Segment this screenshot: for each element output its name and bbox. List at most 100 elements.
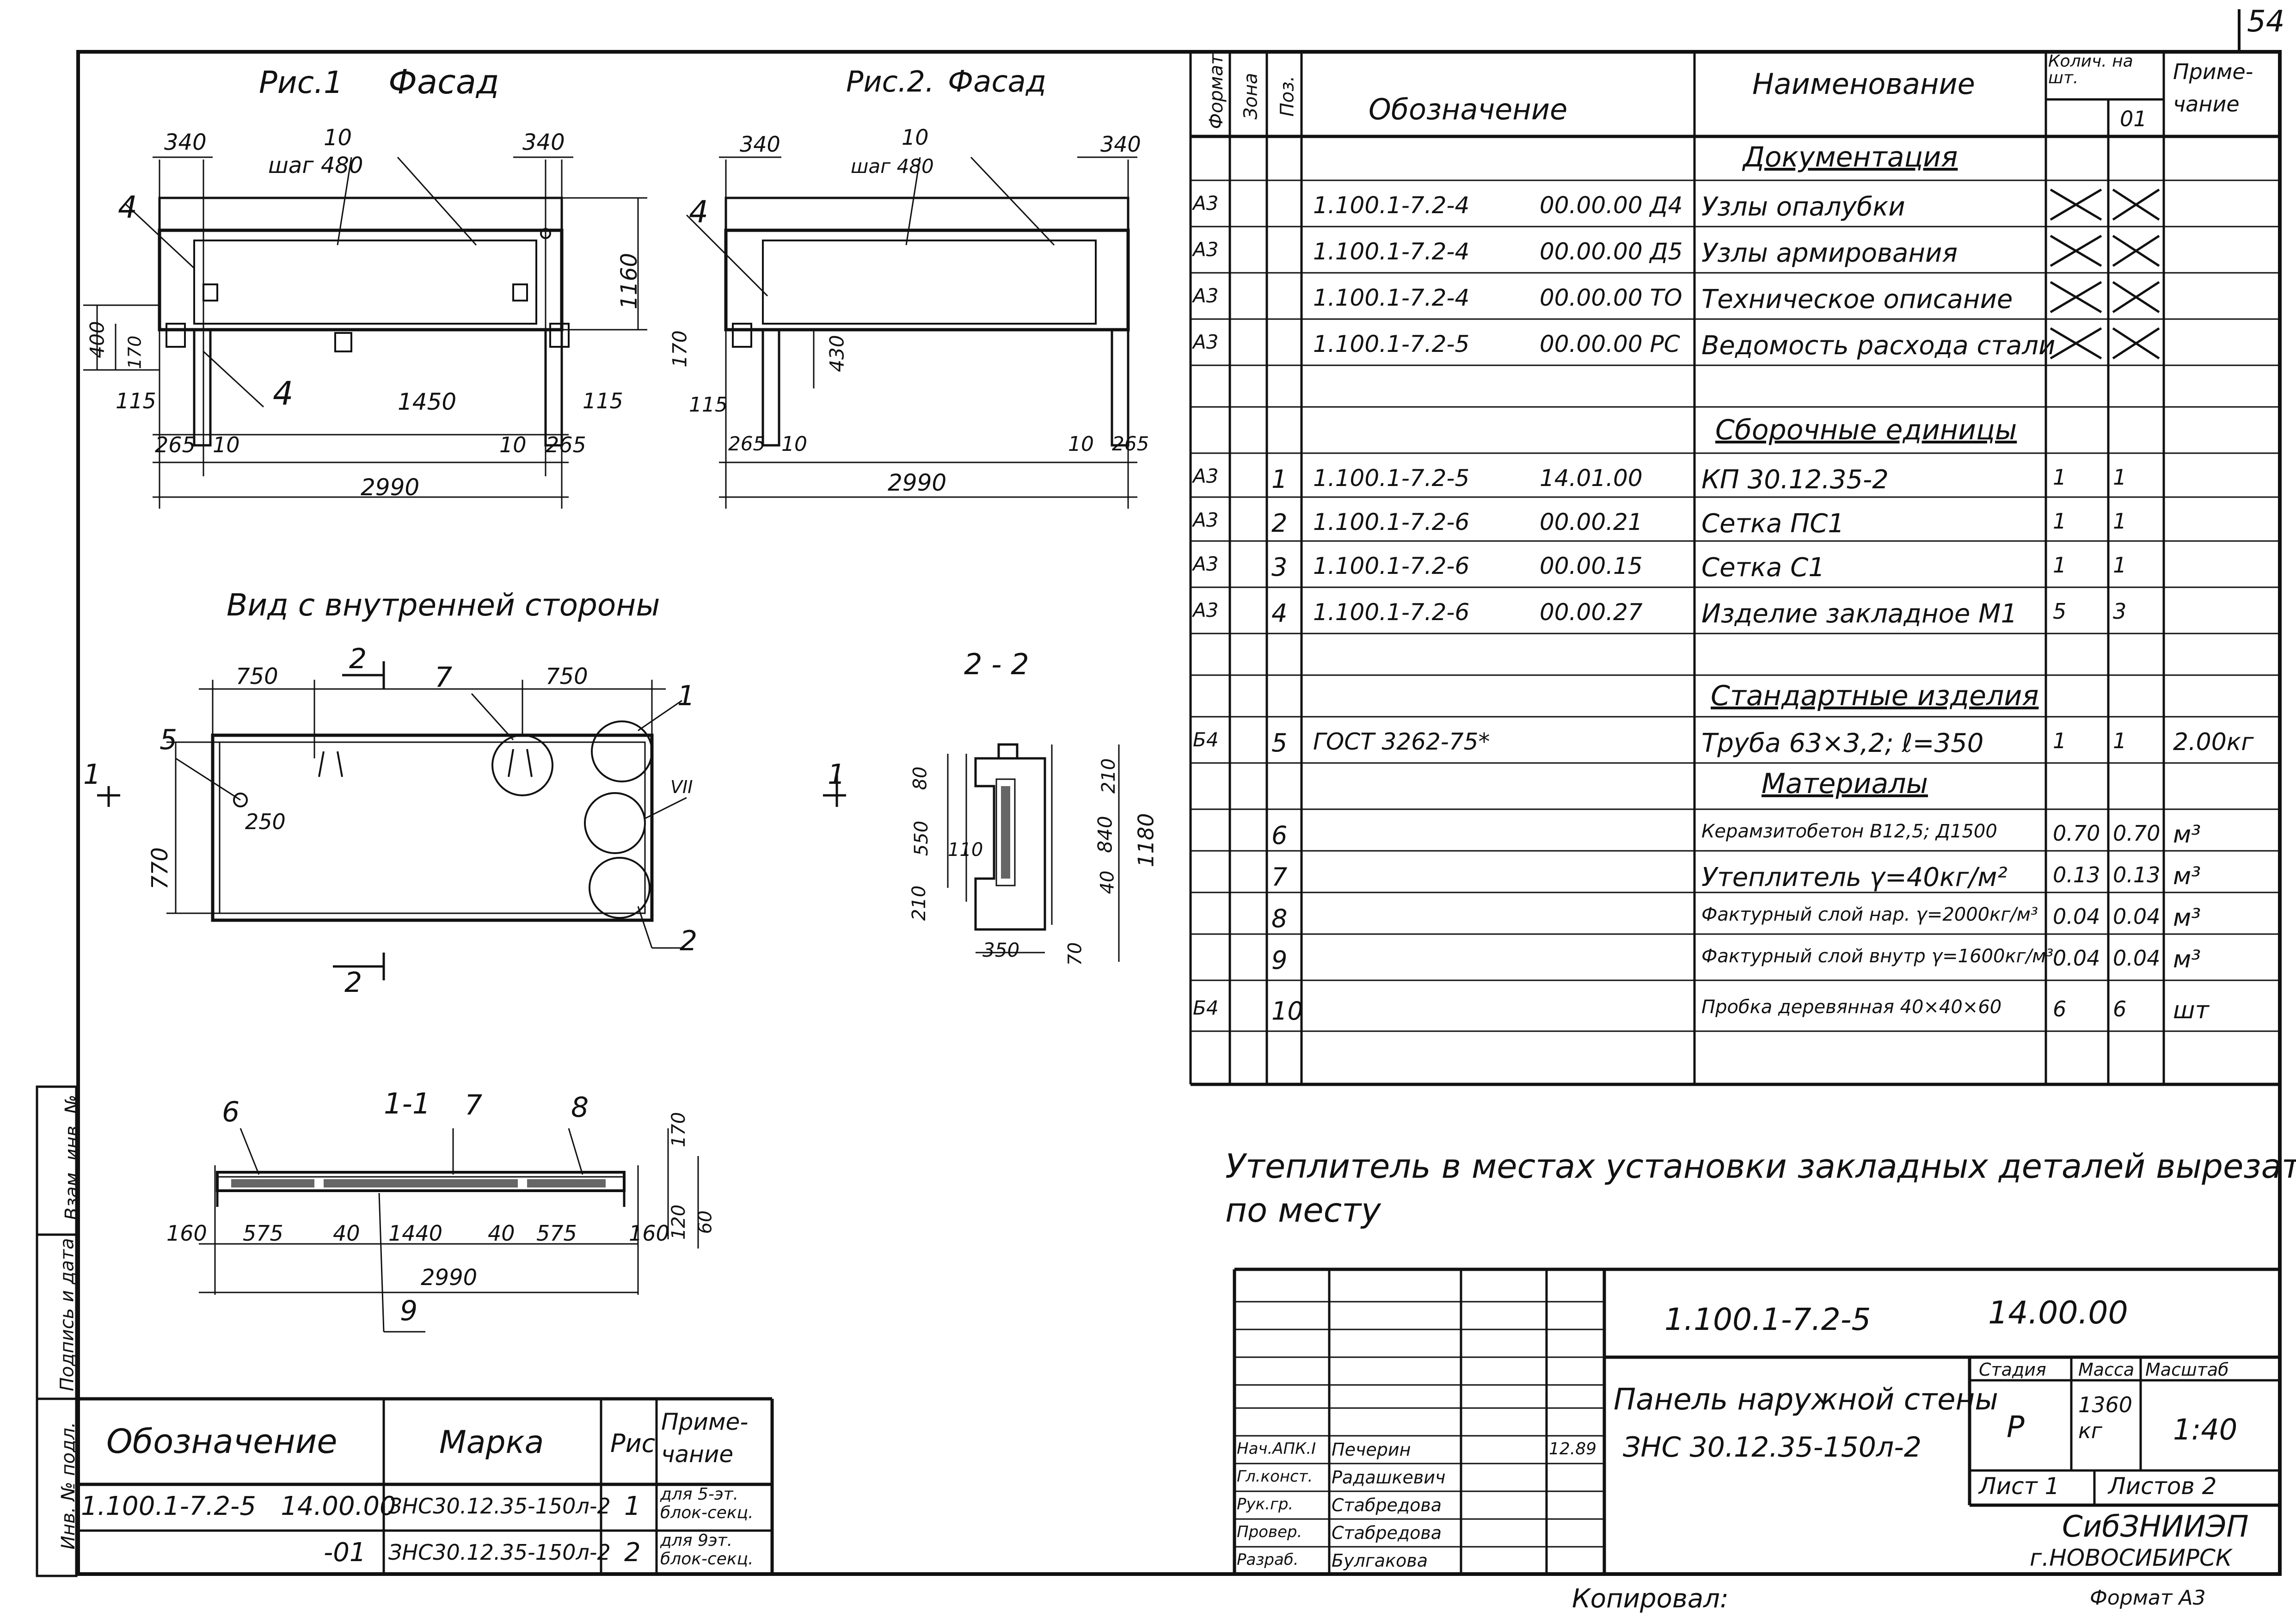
spec-cell-format: А3: [1193, 599, 1219, 621]
side-stamp-b: Подпись и дата: [56, 1238, 78, 1391]
spec-cell-q1: 0.70: [2053, 821, 2100, 846]
spec-cell-note: м³: [2173, 862, 2201, 890]
spec-cell-q2: 1: [2113, 465, 2127, 490]
fig1-pos-4b: 4: [273, 375, 294, 412]
tb-role-role: Гл.конст.: [1237, 1467, 1313, 1486]
spec-cell-name: Утеплитель γ=40кг/м²: [1701, 862, 2007, 892]
spec-cell-pos: 6: [1271, 821, 1288, 850]
s22-dim-70: 70: [1064, 942, 1086, 966]
spec-header-format: Формат: [1206, 54, 1228, 129]
spec-cell-format: А3: [1193, 465, 1219, 487]
spec-cell-note: м³: [2173, 904, 2201, 932]
spec-cell-q1: 5: [2053, 599, 2067, 624]
fig1-pos-4a: 4: [118, 190, 137, 225]
tb-role-role: Рук.гр.: [1237, 1495, 1294, 1513]
mark-header-note: Приме- чание: [661, 1409, 749, 1468]
fig2-dim-10-right: 10: [1068, 432, 1094, 456]
spec-cell-pos: 9: [1271, 946, 1288, 975]
mark-row2-mark: ЗНС30.12.35-150л-2: [388, 1540, 611, 1565]
spec-cell-pos: 8: [1271, 904, 1288, 933]
fig2-name: Фасад: [948, 65, 1046, 99]
spec-cell-name: Труба 63×3,2; ℓ=350: [1701, 728, 1984, 758]
fig2-dim-340-left: 340: [740, 132, 780, 157]
tb-role-date: 12.89: [1549, 1439, 1597, 1458]
spec-cell-format: А3: [1193, 192, 1219, 215]
tb-role-name: Булгакова: [1332, 1550, 1428, 1571]
spec-cell-q2: 6: [2113, 997, 2127, 1021]
spec-cell-q1: 1: [2053, 465, 2067, 490]
spec-cell-note: м³: [2173, 821, 2201, 849]
fig1-dim-10-left: 10: [213, 432, 240, 457]
note-line-1: Утеплитель в местах установки закладных …: [1225, 1147, 2296, 1186]
tb-role-name: Печерин: [1332, 1439, 1411, 1460]
view-dim-750-left: 750: [236, 664, 278, 689]
view-dim-750-right: 750: [546, 664, 588, 689]
section-2-2-cut-1: 1: [828, 758, 846, 791]
spec-cell-pos: 1: [1271, 465, 1288, 494]
fig2-dim-265-right: 265: [1112, 432, 1149, 455]
spec-cell-note: м³: [2173, 946, 2201, 973]
mark-header-mark: Марка: [439, 1424, 544, 1461]
qty-cross-mark: [2050, 188, 2102, 221]
mark-row1-fig: 1: [624, 1491, 641, 1521]
tb-sheets: Листов 2: [2108, 1473, 2217, 1500]
mark-row1-mark: ЗНС30.12.35-150л-2: [388, 1494, 611, 1519]
drawing-frame: [76, 50, 2282, 1576]
spec-cell-q1: 1: [2053, 553, 2067, 578]
view-dim-770: 770: [147, 847, 173, 890]
tb-role-role: Нач.АПК.І: [1237, 1439, 1316, 1458]
spec-cell-pos: 5: [1271, 728, 1288, 757]
view-pos-5: 5: [160, 724, 178, 756]
spec-cell-des: 1.100.1-7.2-4: [1313, 284, 1470, 311]
s11-dim-40-left: 40: [333, 1221, 360, 1246]
spec-cell-pos: 7: [1271, 862, 1288, 892]
spec-cell-code: 14.01.00: [1540, 465, 1643, 492]
spec-cell-note: шт: [2173, 997, 2209, 1024]
spec-cell-pos: 4: [1271, 599, 1288, 628]
s11-pos-6: 6: [222, 1096, 240, 1128]
mark-header-des: Обозначение: [106, 1422, 338, 1461]
sheet-number: 54: [2247, 5, 2285, 39]
spec-cell-name: Пробка деревянная 40×40×60: [1701, 997, 2002, 1018]
spec-cell-name: Узлы опалубки: [1701, 192, 1905, 222]
mark-row1-note: для 5-эт. блок-секц.: [660, 1485, 754, 1522]
spec-cell-code: 00.00.00 Д5: [1540, 238, 1683, 265]
fig2-dim-10-left: 10: [781, 432, 807, 456]
fig2-pos-4: 4: [689, 194, 708, 230]
footer-copied: Копировал:: [1572, 1584, 1729, 1614]
spec-cell-code: 00.00.21: [1540, 509, 1643, 535]
s22-dim-350: 350: [982, 939, 1020, 961]
s11-dim-1440: 1440: [388, 1221, 443, 1246]
fig1-dim-10-right: 10: [499, 432, 527, 457]
spec-header-designation: Обозначение: [1369, 92, 1568, 126]
mark-row2-des: -01: [324, 1538, 366, 1568]
fig2-dim-430: 430: [825, 335, 848, 372]
mark-row2-fig: 2: [624, 1538, 641, 1568]
spec-cell-note: 2.00кг: [2173, 728, 2254, 756]
spec-cell-q2: 0.13: [2113, 862, 2161, 887]
tb-scale-label: Масштаб: [2145, 1359, 2229, 1380]
fig1-dim-340-left: 340: [164, 129, 207, 155]
spec-cell-format: Б4: [1193, 997, 1219, 1019]
spec-header-name: Наименование: [1752, 67, 1975, 101]
spec-cell-des: ГОСТ 3262-75*: [1313, 728, 1490, 755]
s22-dim-210-lower: 210: [909, 885, 930, 921]
spec-cell-code: 00.00.27: [1540, 599, 1643, 626]
spec-cell-q2: 1: [2113, 553, 2127, 578]
spec-cell-name: Сетка ПС1: [1701, 509, 1844, 539]
tb-title-2: ЗНС 30.12.35-150л-2: [1623, 1431, 1922, 1464]
tb-role-name: Стабредова: [1332, 1523, 1442, 1543]
spec-cell-name: Керамзитобетон В12,5; Д1500: [1701, 821, 1997, 842]
fig1-dim-1160: 1160: [616, 252, 643, 310]
note-line-2: по месту: [1225, 1191, 1381, 1230]
fig1-dim-265-right: 265: [546, 432, 586, 457]
spec-cell-format: А3: [1193, 238, 1219, 261]
spec-cell-code: 00.00.00 ТО: [1540, 284, 1682, 311]
tb-role-role: Провер.: [1237, 1523, 1302, 1541]
mark-row1-des: 1.100.1-7.2-5 14.00.00: [81, 1491, 396, 1521]
spec-cell-format: А3: [1193, 553, 1219, 575]
spec-cell-name: Сетка С1: [1701, 553, 1825, 583]
fig2-dim-2990: 2990: [888, 469, 947, 496]
spec-cell-q1: 0.04: [2053, 904, 2100, 929]
spec-cell-q2: 3: [2113, 599, 2127, 624]
